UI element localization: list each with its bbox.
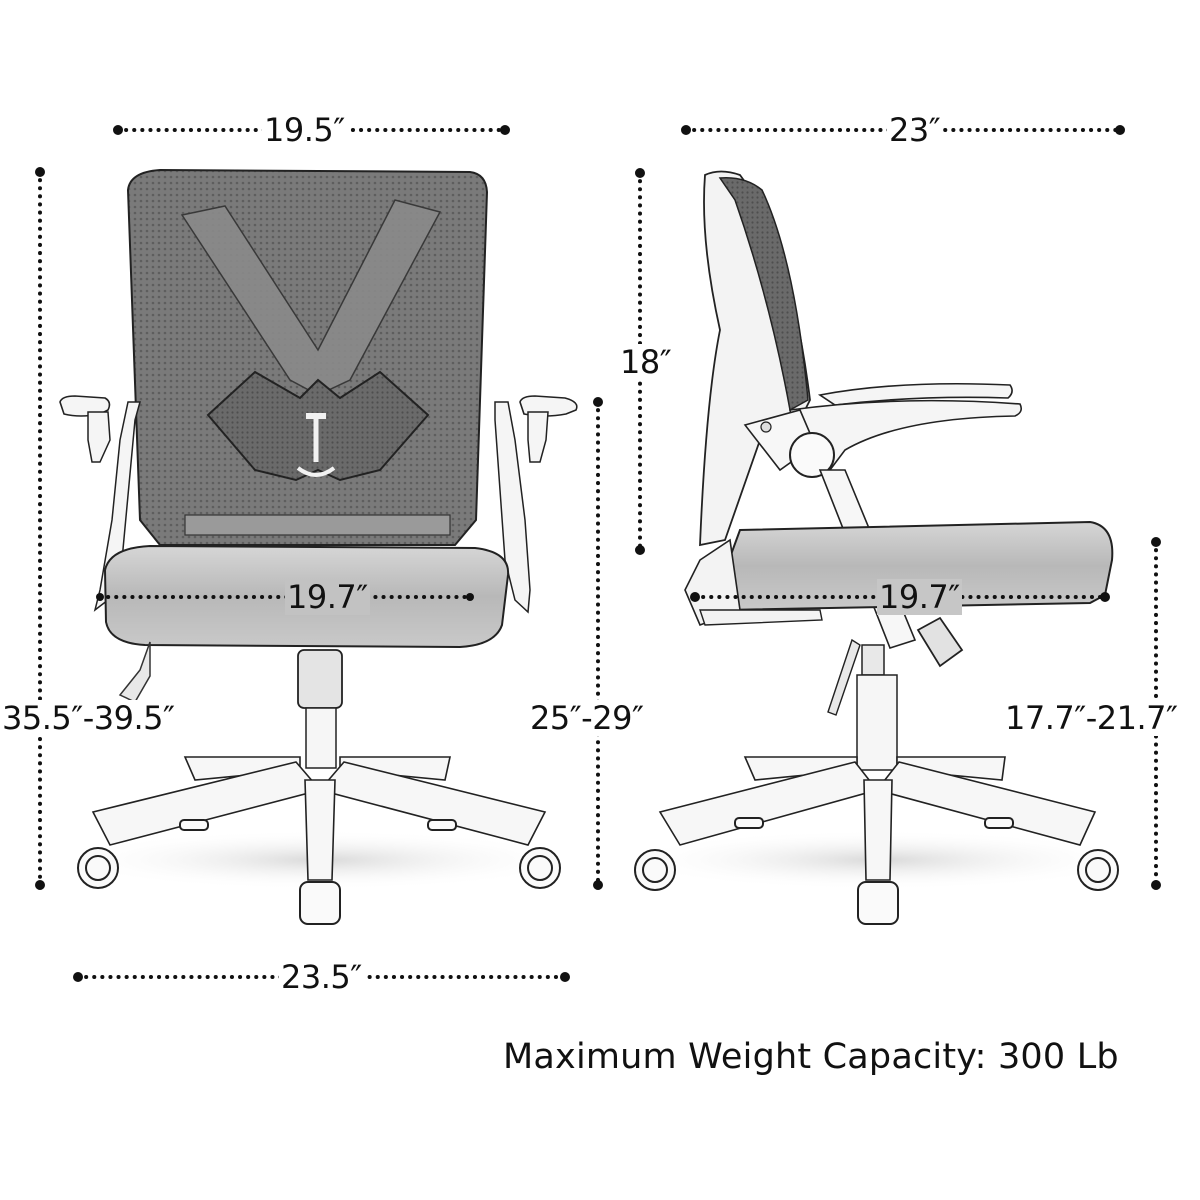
front-base xyxy=(91,756,547,881)
label-backrest-height: 18″ xyxy=(618,343,674,381)
label-side-seat-depth: 19.7″ xyxy=(877,578,962,616)
front-view-chair xyxy=(59,168,580,925)
label-backrest-width: 19.5″ xyxy=(262,111,347,149)
label-seat-height: 17.7″-21.7″ xyxy=(1003,699,1180,737)
label-front-seat-width: 19.7″ xyxy=(285,578,370,616)
dimension-endpoints xyxy=(35,125,1161,982)
side-view-chair xyxy=(620,170,1140,925)
label-overall-height: 35.5″-39.5″ xyxy=(0,699,177,737)
label-overall-depth: 23″ xyxy=(887,111,943,149)
weight-capacity-text: Maximum Weight Capacity: 300 Lb xyxy=(503,1037,1119,1077)
label-armrest-height: 25″-29″ xyxy=(528,699,646,737)
side-base xyxy=(658,756,1097,881)
front-casters xyxy=(77,819,561,925)
side-seat xyxy=(716,520,1114,612)
label-base-width: 23.5″ xyxy=(279,958,364,996)
front-right-armrest xyxy=(494,395,578,614)
side-casters xyxy=(634,817,1119,925)
front-left-armrest xyxy=(59,395,141,612)
